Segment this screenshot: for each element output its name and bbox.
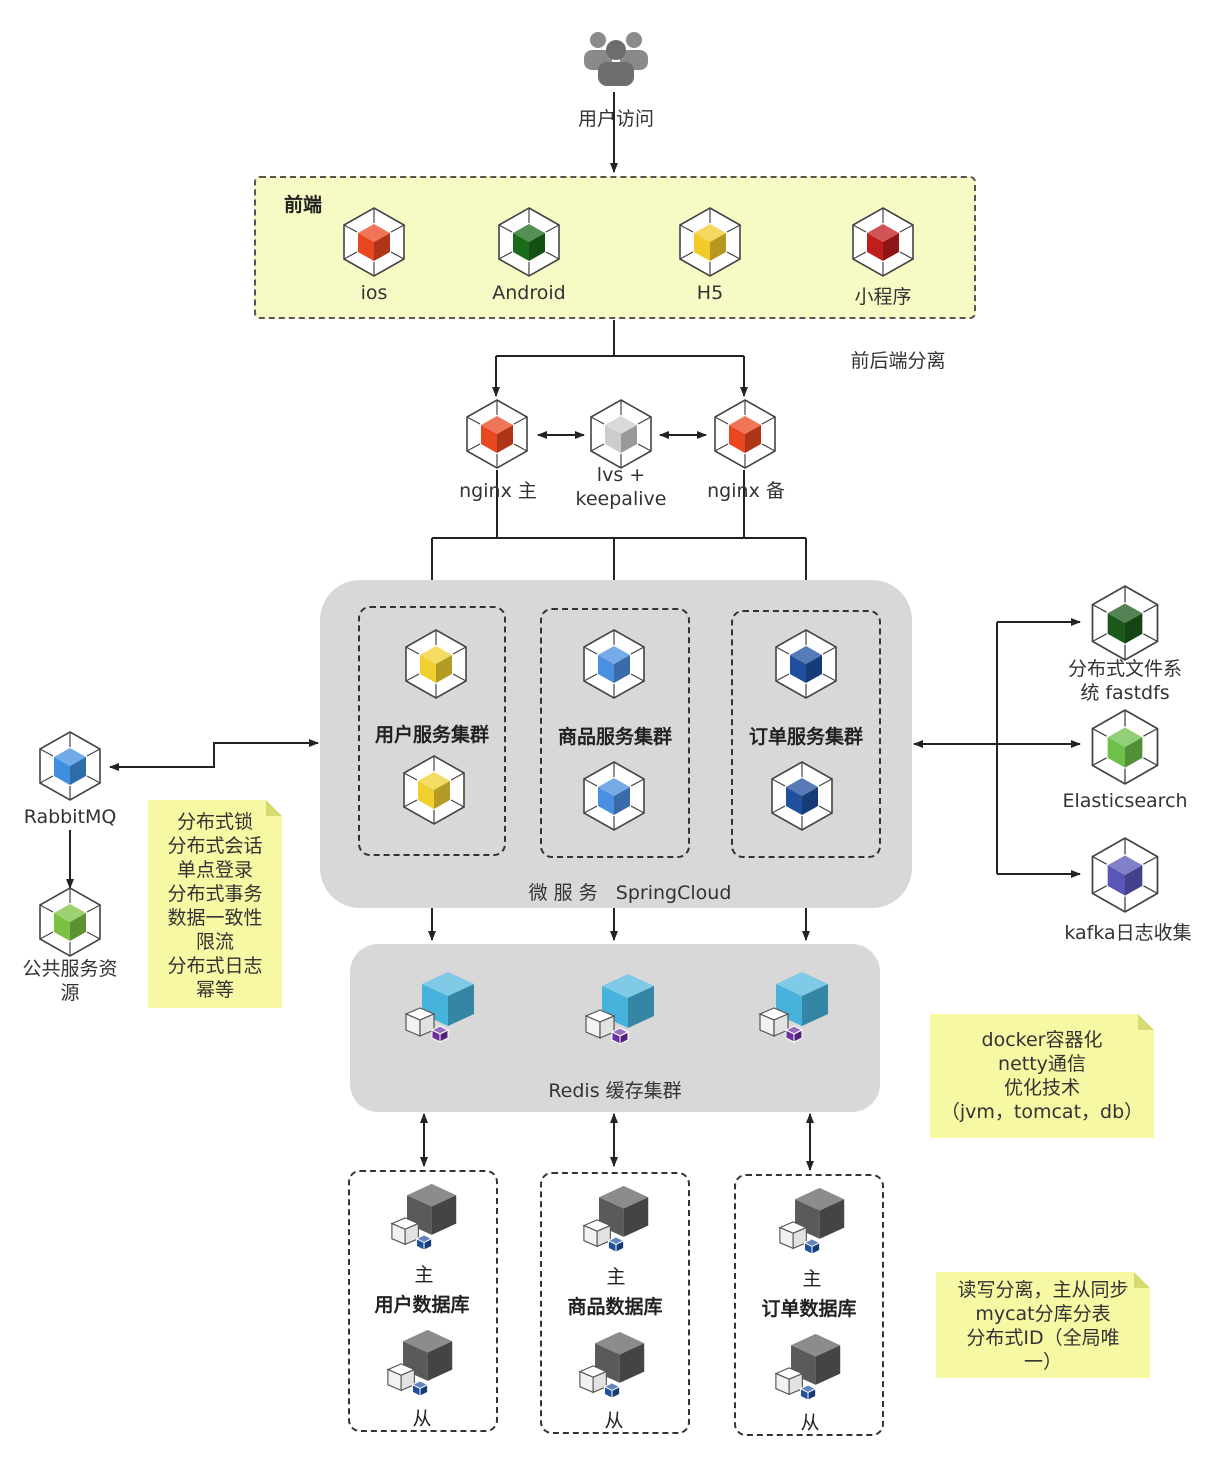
ios-label: ios [360,282,388,304]
product-db-slave-icon [578,1331,645,1399]
mini-program-icon [852,207,914,277]
frontend-backend-separation-note: 前后端分离 [850,350,946,372]
h5-icon [679,207,741,277]
note-fold-corner [1138,1014,1154,1030]
public-features-note: 分布式锁 分布式会话 单点登录 分布式事务 数据一致性 限流 分布式日志 幂等 [148,800,282,1008]
user-service-cluster [358,606,506,856]
note-line: mycat分库分表 [975,1303,1111,1325]
order-db-slave-label: 从 [800,1412,820,1434]
elasticsearch-icon [1091,709,1159,785]
product-db-master-icon [582,1185,649,1253]
nginx-backup-icon [714,399,776,469]
android-label: Android [492,282,566,304]
note-line: 分布式ID（全局唯 [966,1327,1120,1349]
note-line: 一） [1023,1351,1062,1373]
db-strategy-note: 读写分离，主从同步 mycat分库分表 分布式ID（全局唯 一） [936,1272,1150,1378]
note-line: 限流 [195,931,234,953]
product-service-node-2-icon [583,761,645,831]
note-line: 分布式事务 [167,883,263,905]
redis-node-3-icon [758,972,828,1043]
note-line: 分布式会话 [167,835,263,857]
note-line: 单点登录 [176,859,253,881]
public-service-icon [39,887,101,957]
ios-icon [343,207,405,277]
order-db-master-icon [778,1187,845,1255]
note-line: docker容器化 [981,1029,1103,1051]
nginx-main-label: nginx 主 [459,480,537,502]
rabbitmq-label: RabbitMQ [23,806,117,828]
order-service-node-2-icon [771,761,833,831]
product-db-label: 商品数据库 [567,1296,663,1318]
note-line: （jvm，tomcat，db） [940,1101,1144,1123]
note-line: 分布式锁 [176,811,253,833]
fastdfs-icon [1091,585,1159,661]
note-line: 读写分离，主从同步 [957,1279,1129,1301]
user-db-master-icon [390,1183,457,1251]
nginx-backup-label: nginx 备 [707,480,785,502]
public-service-label-line1: 公共服务资 [22,958,118,980]
note-line: 优化技术 [1003,1077,1080,1099]
note-fold-corner [266,800,282,816]
kafka-label: kafka日志收集 [1064,922,1192,944]
arrow-ms-rabbitmq [109,739,319,771]
order-db-slave-icon [774,1333,841,1401]
lvs-icon [590,399,652,469]
order-db-master-label: 主 [802,1268,822,1290]
note-line: 幂等 [195,979,234,1001]
order-service-node-1-icon [775,629,837,699]
users-icon [584,32,648,86]
public-service-label-line2: 源 [60,982,80,1004]
product-service-node-1-icon [583,629,645,699]
user-service-cluster-label: 用户服务集群 [374,724,489,746]
product-db-master-label: 主 [606,1266,626,1288]
fastdfs-label-line2: 统 fastdfs [1080,682,1170,704]
h5-label: H5 [696,282,724,304]
product-service-cluster [540,608,690,858]
note-line: netty通信 [998,1053,1086,1075]
user-db-cluster [348,1170,498,1432]
redis-node-1-icon [404,972,474,1043]
lvs-label-line2: keepalive [575,488,667,510]
order-db-label: 订单数据库 [761,1298,857,1320]
user-access-label: 用户访问 [577,108,654,130]
order-service-cluster [731,610,881,858]
note-line: 数据一致性 [167,907,263,929]
rabbitmq-icon [39,731,101,801]
mini-program-label: 小程序 [854,286,912,308]
note-line: 分布式日志 [167,955,263,977]
product-db-cluster [540,1172,690,1434]
product-db-slave-label: 从 [604,1410,624,1432]
user-service-node-1-icon [405,629,467,699]
order-service-cluster-label: 订单服务集群 [748,726,863,748]
user-db-slave-icon [386,1329,453,1397]
lvs-label-line1: lvs + [596,464,646,486]
product-service-cluster-label: 商品服务集群 [557,726,672,748]
user-db-slave-label: 从 [412,1408,432,1430]
user-db-master-label: 主 [414,1264,434,1286]
redis-cluster-label: Redis 缓存集群 [548,1080,682,1102]
tech-note: docker容器化 netty通信 优化技术 （jvm，tomcat，db） [930,1014,1154,1138]
kafka-icon [1091,837,1159,913]
user-db-label: 用户数据库 [374,1294,470,1316]
elasticsearch-label: Elasticsearch [1062,790,1188,812]
note-fold-corner [1134,1272,1150,1288]
android-icon [498,207,560,277]
nginx-main-icon [466,399,528,469]
frontend-title: 前端 [284,194,323,216]
redis-node-2-icon [584,974,654,1045]
order-db-cluster [734,1174,884,1436]
fastdfs-label-line1: 分布式文件系 [1067,658,1182,680]
microservice-springcloud-label: 微 服 务 SpringCloud [528,882,732,904]
user-service-node-2-icon [403,755,465,825]
